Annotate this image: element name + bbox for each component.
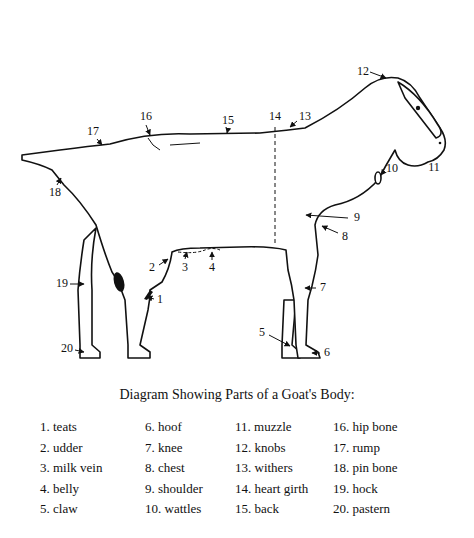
callout-number: 2 <box>148 261 156 275</box>
part-list-entry: 19. hock <box>333 482 378 497</box>
callout-number: 7 <box>319 281 327 295</box>
part-list-entry: 1. teats <box>40 420 77 435</box>
leader-line <box>312 353 320 354</box>
part-list-entry: 18. pin bone <box>333 461 398 476</box>
part-list-entry: 10. wattles <box>145 502 201 517</box>
callout-number: 10 <box>385 162 399 176</box>
milk-vein <box>178 249 220 253</box>
callout-number: 9 <box>353 211 361 225</box>
part-list-entry: 11. muzzle <box>235 420 292 435</box>
nostril <box>439 142 442 145</box>
leader-line <box>159 259 168 265</box>
callout-number: 4 <box>208 261 216 275</box>
leader-line <box>227 129 228 133</box>
callout-number: 17 <box>86 125 100 139</box>
callout-number: 3 <box>181 261 189 275</box>
leader-line <box>57 178 61 185</box>
leader-line <box>70 284 84 285</box>
part-list-entry: 14. heart girth <box>235 482 308 497</box>
part-list-entry: 16. hip bone <box>333 420 398 435</box>
callout-number: 8 <box>341 230 349 244</box>
hock-patch <box>112 271 127 293</box>
heart-girth-line <box>275 127 276 246</box>
part-list-entry: 7. knee <box>145 441 183 456</box>
part-list-entry: 9. shoulder <box>145 482 203 497</box>
leader-line <box>306 215 348 218</box>
leader-line <box>75 350 84 352</box>
callout-number: 5 <box>258 326 266 340</box>
part-list-entry: 5. claw <box>40 502 78 517</box>
hair-mark <box>170 143 200 145</box>
callout-number: 12 <box>356 65 370 79</box>
leader-line <box>146 125 150 135</box>
part-list-entry: 3. milk vein <box>40 461 102 476</box>
callout-number: 18 <box>48 186 62 200</box>
part-list-entry: 4. belly <box>40 482 79 497</box>
callout-number: 1 <box>156 293 164 307</box>
hip-mark <box>148 138 160 150</box>
callout-number: 19 <box>55 277 69 291</box>
callout-number: 20 <box>60 342 74 356</box>
part-list-entry: 8. chest <box>145 461 185 476</box>
diagram-title: Diagram Showing Parts of a Goat's Body: <box>119 387 354 403</box>
leader-line <box>370 72 386 78</box>
callout-number: 11 <box>427 161 441 175</box>
part-list-entry: 13. withers <box>235 461 293 476</box>
callout-number: 6 <box>323 346 331 360</box>
leader-line <box>322 226 338 233</box>
teat <box>144 290 153 300</box>
leader-line <box>269 335 290 346</box>
leader-line <box>381 171 384 175</box>
far-hind-leg <box>78 228 100 358</box>
part-list-entry: 17. rump <box>333 441 380 456</box>
goat-outline <box>22 77 445 358</box>
leader-line <box>290 121 297 127</box>
part-list-entry: 15. back <box>235 502 279 517</box>
part-list-entry: 20. pastern <box>333 502 390 517</box>
callout-number: 15 <box>221 114 235 128</box>
leader-line <box>97 139 102 145</box>
eye <box>416 106 420 110</box>
wattle <box>375 172 381 184</box>
part-list-entry: 6. hoof <box>145 420 182 435</box>
leader-line <box>305 288 316 289</box>
leader-line <box>147 297 154 299</box>
ear <box>398 82 441 138</box>
callout-number: 14 <box>268 110 282 124</box>
leader-line <box>212 252 213 260</box>
part-list-entry: 12. knobs <box>235 441 286 456</box>
leader-line <box>185 252 187 259</box>
callout-number: 13 <box>298 110 312 124</box>
part-list-entry: 2. udder <box>40 441 83 456</box>
callout-number: 16 <box>139 110 153 124</box>
